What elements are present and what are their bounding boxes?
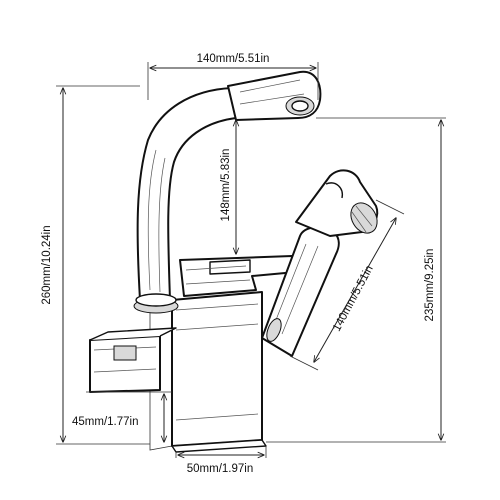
label-spout-height: 148mm/5.83in: [220, 149, 232, 222]
label-base-width: 50mm/1.97in: [187, 463, 253, 475]
label-handle-height: 45mm/1.77in: [72, 416, 138, 428]
label-outlet-height: 235mm/9.25in: [424, 249, 436, 322]
label-spray-length: 140mm/5.51in: [331, 264, 376, 334]
label-spout-reach: 140mm/5.51in: [197, 53, 270, 65]
faucet-body: [171, 291, 263, 447]
handle-block: [89, 335, 161, 393]
faucet-illustration: [89, 70, 379, 453]
dim-spout-height: 148mm/5.83in: [220, 120, 236, 254]
label-total-height: 260mm/10.24in: [41, 225, 53, 304]
dim-handle-height: 45mm/1.77in: [72, 391, 172, 442]
dim-outlet-height: 235mm/9.25in: [266, 117, 446, 443]
dim-total-height: 260mm/10.24in: [41, 85, 150, 445]
dim-base-width: 50mm/1.97in: [175, 446, 267, 475]
dim-spout-reach: 140mm/5.51in: [147, 53, 319, 100]
